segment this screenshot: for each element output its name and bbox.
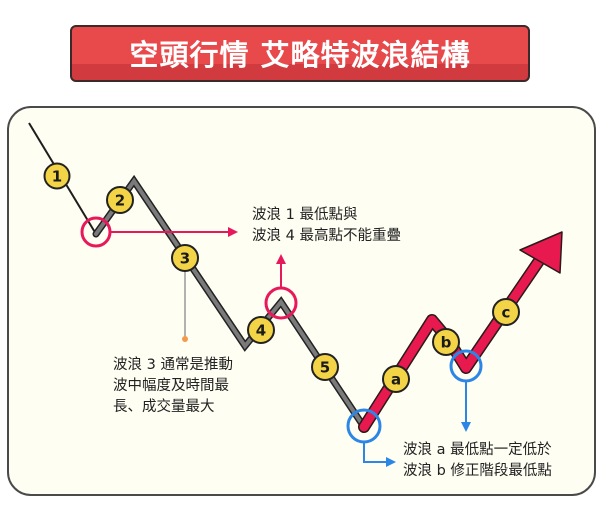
note-line: 波浪 b 修正階段最低點 [403,463,552,479]
arrow-down-icon [461,422,471,432]
svg-text:a: a [391,371,401,389]
arrow-up-icon [276,254,286,264]
note-line: 長、成交量最大 [113,399,215,415]
wave-badge-a: a [382,365,410,393]
svg-text:3: 3 [180,250,190,268]
note-wave-1-4-overlap: 波浪 1 最低點與 波浪 4 最高點不能重疊 [252,205,401,247]
arrow-right-icon [386,457,396,467]
up-arrow-head-icon [519,231,563,274]
wave-5-low-highlight [346,408,396,467]
svg-text:5: 5 [320,359,330,377]
svg-text:c: c [502,304,511,322]
wave-badge-2: 2 [106,186,134,214]
note-wave-3: 波浪 3 通常是推動 波中幅度及時間最 長、成交量最大 [113,355,233,418]
page-title: 空頭行情 艾略特波浪結構 [129,37,471,72]
note-line: 波浪 4 最高點不能重疊 [252,228,401,244]
svg-text:4: 4 [256,322,266,340]
wave-badge-c: c [492,298,520,326]
svg-text:1: 1 [52,168,62,186]
correction-wave-path [358,231,563,433]
wave-badge-3: 3 [171,244,199,272]
note-line: 波浪 a 最低點一定低於 [403,442,552,458]
wave-b-low-highlight [449,349,483,432]
note-line: 波浪 1 最低點與 [252,207,358,223]
svg-text:b: b [441,334,452,352]
wave-badge-5: 5 [311,353,339,381]
wave-badge-1: 1 [43,162,71,190]
svg-text:2: 2 [115,192,125,210]
wave-3-pointer [182,270,188,342]
wave-4-high-highlight [264,254,298,320]
arrow-right-icon [228,227,238,237]
note-line: 波浪 3 通常是推動 [113,357,233,373]
title-banner: 空頭行情 艾略特波浪結構 [70,25,530,82]
wave-1-low-highlight [80,216,238,248]
note-line: 波中幅度及時間最 [113,378,229,394]
wave-badge-4: 4 [247,316,275,344]
wave-badge-b: b [432,328,460,356]
pointer-dot-icon [182,336,188,342]
note-wave-a-b: 波浪 a 最低點一定低於 波浪 b 修正階段最低點 [403,440,552,482]
